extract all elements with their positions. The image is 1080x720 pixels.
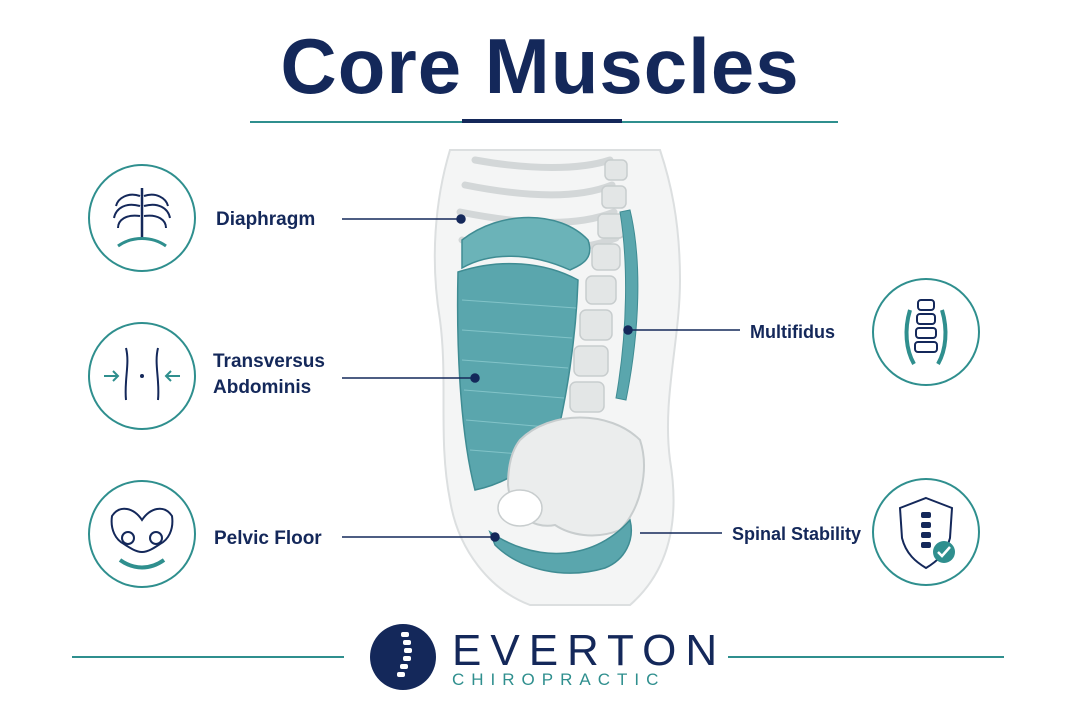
label-pelvic-floor: Pelvic Floor [214, 528, 322, 549]
title-divider-accent [462, 119, 622, 123]
spine [569, 159, 628, 413]
multifidus-muscle [615, 209, 639, 401]
diaphragm-muscle [461, 216, 591, 271]
spine-muscle-icon [904, 299, 948, 365]
title-divider-right [622, 121, 838, 123]
spine-logo-icon [370, 624, 436, 690]
pelvic-floor-muscle [488, 518, 632, 574]
ribcage-icon [113, 188, 171, 248]
spinal-stability-icon-circle [872, 478, 980, 586]
pelvic-opening [497, 489, 543, 527]
brand-subtitle: CHIROPRACTIC [452, 670, 666, 689]
label-transversus-line2: Abdominis [213, 377, 312, 398]
pelvis-icon [110, 507, 174, 570]
pelvic-floor-icon-circle [88, 480, 196, 588]
diaphragm-icon-circle [88, 164, 196, 272]
core-anatomy-illustration [433, 149, 682, 606]
label-multifidus: Multifidus [750, 322, 835, 342]
waist-compression-icon [104, 347, 180, 401]
footer-divider-right [728, 656, 1004, 658]
label-spinal-stability: Spinal Stability [732, 524, 862, 544]
page-title: Core Muscles [280, 22, 800, 110]
multifidus-icon-circle [872, 278, 980, 386]
transversus-icon-circle [88, 322, 196, 430]
brand-name: EVERTON [452, 626, 727, 675]
footer-divider-left [72, 656, 344, 658]
muscle-fibers [461, 299, 577, 457]
label-diaphragm: Diaphragm [216, 209, 316, 230]
title-divider-left [250, 121, 462, 123]
label-transversus-line1: Transversus [213, 351, 325, 372]
shield-check-icon [898, 496, 955, 570]
